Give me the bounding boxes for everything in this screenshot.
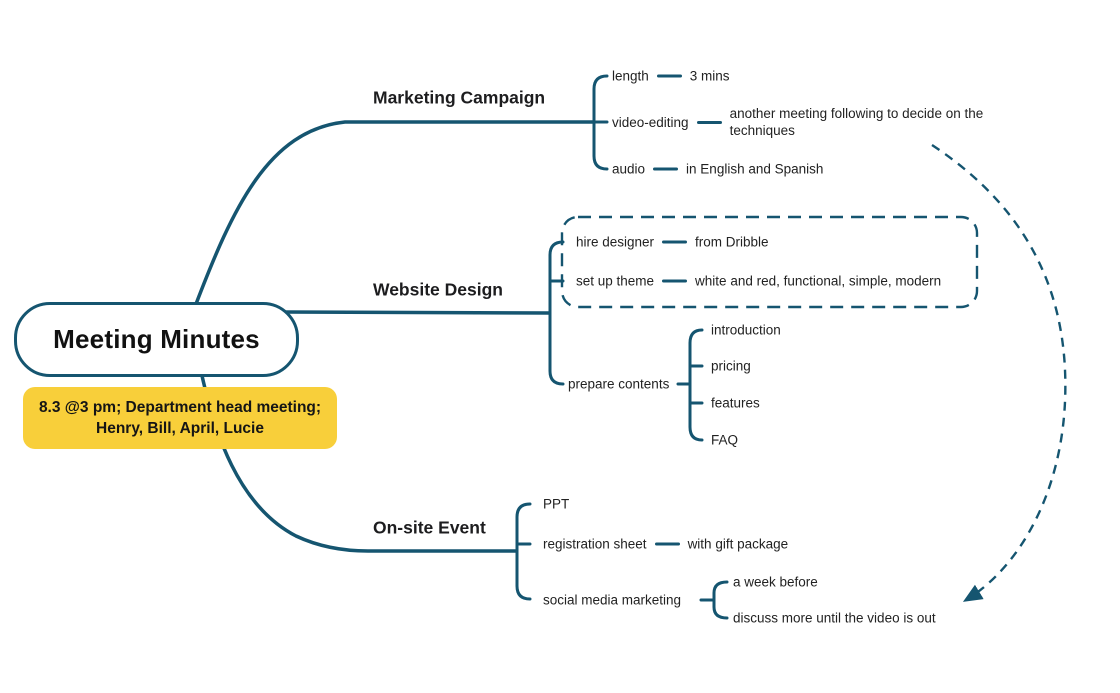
topic-label: audio [612, 161, 646, 177]
topic-label: registration sheet [543, 536, 647, 552]
connector-dash [654, 542, 680, 546]
topic-social-media-marketing[interactable]: social media marketing [543, 593, 681, 608]
branch-label-website-design[interactable]: Website Design [373, 279, 503, 300]
connector-dash [696, 120, 722, 124]
root-topic[interactable]: Meeting Minutes [14, 302, 299, 377]
branch-line-website [282, 310, 551, 315]
topic-label: set up theme [576, 273, 655, 289]
bracket-prepare-contents [676, 328, 704, 442]
topic-value: another meeting following to decide on t… [729, 106, 984, 138]
topic-label: PPT [543, 496, 570, 512]
topic-label: introduction [711, 322, 781, 338]
topic-label: length [612, 68, 649, 84]
topic-label: social media marketing [543, 592, 682, 608]
topic-hire-designer[interactable]: hire designer from Dribble [576, 235, 769, 250]
topic-label: FAQ [711, 432, 739, 448]
topic-value: white and red, functional, simple, moder… [695, 273, 942, 289]
branch-label-marketing-campaign[interactable]: Marketing Campaign [373, 87, 546, 108]
relationship-arrow[interactable] [931, 143, 1067, 602]
connector-dash [656, 74, 682, 78]
topic-label: video-editing [612, 114, 689, 130]
root-topic-label: Meeting Minutes [53, 324, 260, 354]
topic-label: features [711, 395, 760, 411]
topic-prepare-contents[interactable]: prepare contents [568, 377, 669, 392]
connector-dash [662, 279, 688, 283]
boundary-group[interactable] [560, 215, 979, 309]
topic-pricing[interactable]: pricing [711, 359, 751, 374]
topic-label: discuss more until the video is out [733, 610, 936, 626]
topic-label: pricing [711, 358, 751, 374]
topic-label: hire designer [576, 234, 655, 250]
topic-registration-sheet[interactable]: registration sheet with gift package [543, 537, 788, 552]
topic-value: with gift package [687, 536, 789, 552]
topic-length[interactable]: length 3 mins [612, 69, 730, 84]
connector-dash [662, 240, 688, 244]
topic-a-week-before[interactable]: a week before [733, 575, 818, 590]
branch-label-onsite-event[interactable]: On-site Event [373, 517, 486, 538]
connector-dash [653, 167, 679, 171]
branch-line-marketing [194, 120, 593, 305]
topic-video-editing[interactable]: video-editing another meeting following … [612, 105, 1015, 139]
topic-ppt[interactable]: PPT [543, 497, 569, 512]
topic-label: prepare contents [568, 376, 670, 392]
topic-value: 3 mins [689, 68, 730, 84]
topic-set-up-theme[interactable]: set up theme white and red, functional, … [576, 274, 941, 289]
topic-features[interactable]: features [711, 396, 760, 411]
topic-value: from Dribble [695, 234, 769, 250]
bracket-marketing [592, 74, 609, 171]
topic-faq[interactable]: FAQ [711, 433, 738, 448]
meeting-note[interactable]: 8.3 @3 pm; Department head meeting; Henr… [23, 387, 337, 449]
topic-discuss-more[interactable]: discuss more until the video is out [733, 611, 936, 626]
topic-audio[interactable]: audio in English and Spanish [612, 162, 823, 177]
bracket-onsite [515, 502, 532, 601]
topic-label: a week before [733, 574, 818, 590]
bracket-social-media [699, 580, 729, 620]
topic-introduction[interactable]: introduction [711, 323, 781, 338]
topic-value: in English and Spanish [686, 161, 824, 177]
